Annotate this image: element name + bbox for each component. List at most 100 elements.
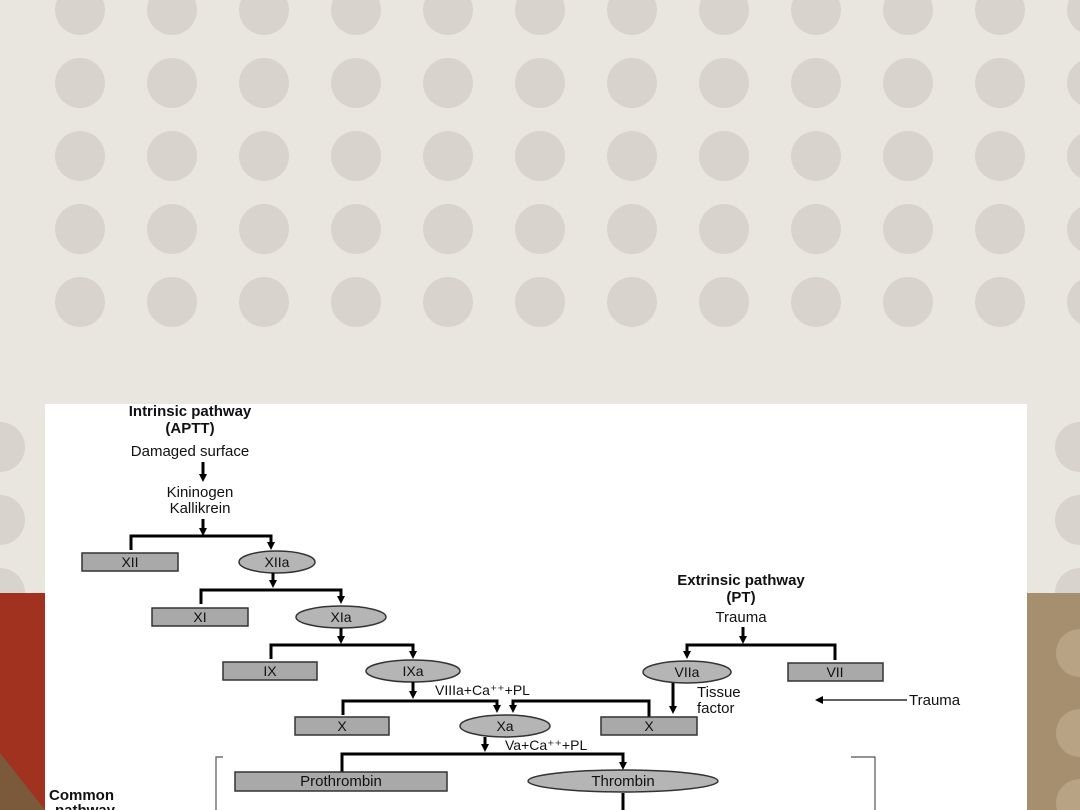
background-dot — [147, 277, 197, 327]
cofactor-viiia-label: VIIIa+Ca⁺⁺+PL — [435, 682, 530, 698]
background-dot — [147, 204, 197, 254]
background-dot — [239, 0, 289, 35]
background-dot — [975, 131, 1025, 181]
background-dot — [331, 131, 381, 181]
background-dot — [1067, 134, 1080, 178]
extrinsic-pathway-title: Extrinsic pathway — [677, 572, 805, 589]
factor-xa-label: Xa — [496, 718, 513, 734]
background-dot — [791, 131, 841, 181]
factor-xiia-label: XIIa — [265, 554, 290, 570]
coagulation-cascade-diagram: Intrinsic pathway (APTT) Damaged surface… — [45, 404, 1027, 810]
factor-xi-box — [151, 607, 249, 627]
background-dot — [147, 131, 197, 181]
background-dot — [975, 0, 1025, 35]
background-dot — [1067, 207, 1080, 251]
factor-vii-label: VII — [826, 664, 843, 680]
background-dot — [55, 0, 105, 35]
background-dot — [1055, 422, 1080, 472]
background-dot — [55, 131, 105, 181]
factor-xa-oval — [459, 714, 551, 738]
band-corner-accent — [0, 753, 45, 810]
background-dot — [55, 204, 105, 254]
thrombin-label: Thrombin — [591, 773, 654, 790]
factor-viia-label: VIIa — [675, 664, 700, 680]
background-dot — [1067, 0, 1080, 32]
background-dot — [791, 277, 841, 327]
background-dot — [607, 0, 657, 35]
background-dot — [515, 58, 565, 108]
background-dot — [791, 204, 841, 254]
background-dot — [239, 58, 289, 108]
extrinsic-test-label: (PT) — [726, 589, 755, 606]
factor-xiia-oval — [238, 550, 316, 574]
factor-vii-box — [787, 662, 884, 682]
background-dot — [239, 131, 289, 181]
branch-xii-xiia — [129, 534, 275, 550]
common-label: Common — [49, 787, 114, 804]
factor-xii-label: XII — [121, 554, 138, 570]
branch-prothrombin-thrombin — [340, 752, 627, 772]
branch-vii-viia — [683, 643, 837, 660]
pathway-label: pathway — [55, 802, 116, 810]
background-dot — [423, 58, 473, 108]
background-dot — [0, 422, 25, 472]
background-dot — [331, 58, 381, 108]
background-dot — [975, 204, 1025, 254]
background-dot — [0, 495, 25, 545]
cofactor-va-label: Va+Ca⁺⁺+PL — [505, 737, 587, 753]
factor-ixa-label: IXa — [402, 663, 423, 679]
factor-x-right-label: X — [644, 718, 654, 734]
intrinsic-test-label: (APTT) — [165, 420, 214, 437]
branch-xi-xia — [199, 588, 345, 604]
factor-ix-box — [222, 661, 318, 681]
trauma-side-label: Trauma — [909, 692, 961, 709]
band-dot — [1056, 709, 1080, 757]
background-dot — [699, 277, 749, 327]
factor-xii-box — [81, 552, 179, 572]
factor-x-right-box — [600, 716, 698, 736]
background-dot — [331, 277, 381, 327]
background-dot — [883, 277, 933, 327]
background-dot — [883, 0, 933, 35]
background-dot — [1067, 280, 1080, 324]
band-dot — [1056, 629, 1080, 677]
background-dot — [699, 204, 749, 254]
trauma-top-label: Trauma — [715, 609, 767, 626]
factor-x-left-label: X — [337, 718, 347, 734]
background-dot — [423, 0, 473, 35]
background-dot — [975, 58, 1025, 108]
background-dot — [883, 204, 933, 254]
branch-ix-ixa — [269, 643, 417, 659]
background-dot — [791, 0, 841, 35]
background-dot — [699, 0, 749, 35]
factor-viia-oval — [642, 660, 732, 684]
background-dot — [883, 58, 933, 108]
background-dot — [515, 131, 565, 181]
intrinsic-pathway-title: Intrinsic pathway — [129, 404, 252, 420]
background-dot — [607, 131, 657, 181]
background-dot — [331, 0, 381, 35]
background-dot — [699, 58, 749, 108]
background-dot — [791, 58, 841, 108]
branch-x-left — [341, 699, 501, 715]
common-pathway-bracket-right — [851, 756, 876, 810]
background-dot — [331, 204, 381, 254]
factor-ix-label: IX — [263, 663, 277, 679]
tissue-label: Tissue — [697, 684, 741, 701]
prothrombin-box — [234, 771, 448, 792]
background-dot — [423, 277, 473, 327]
background-dot — [1067, 61, 1080, 105]
band-dot — [1056, 779, 1080, 810]
factor-xi-label: XI — [193, 609, 206, 625]
background-dot — [423, 131, 473, 181]
background-dot — [883, 131, 933, 181]
thrombin-oval — [527, 769, 719, 793]
background-dot — [699, 131, 749, 181]
background-dot — [423, 204, 473, 254]
background-dot — [607, 277, 657, 327]
background-dot — [1055, 495, 1080, 545]
kallikrein-label: Kallikrein — [170, 500, 231, 517]
background-dot — [515, 0, 565, 35]
background-dot — [607, 58, 657, 108]
